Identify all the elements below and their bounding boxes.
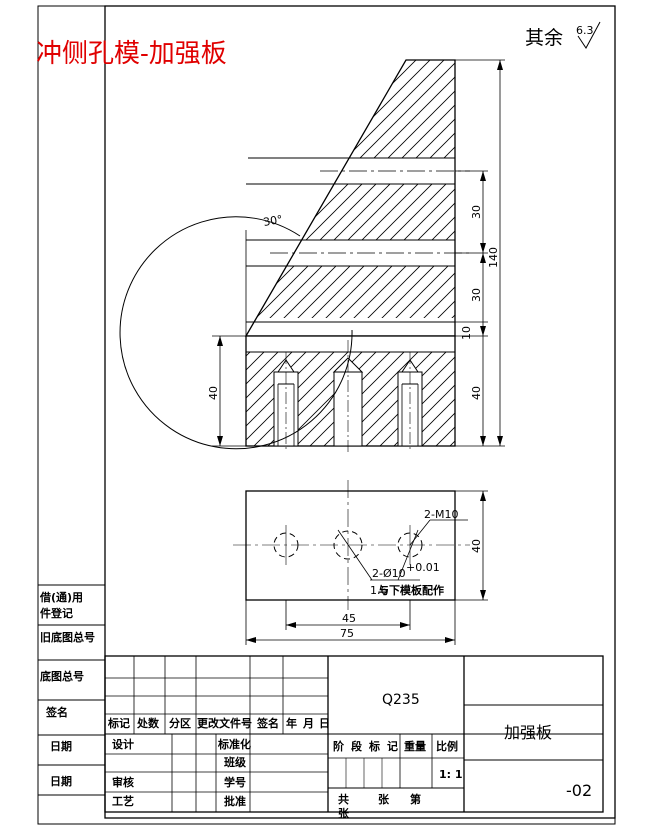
dim-30-upper: 30 [470, 205, 483, 219]
side-register: 件登记 [40, 606, 73, 620]
side-borrow: 借(通)用 [39, 590, 83, 604]
rev-month: 月 [302, 717, 314, 730]
tb-standardize: 标准化 [217, 737, 251, 751]
stage-1: 阶 [333, 739, 345, 753]
sheet-unit2: 张 [338, 806, 350, 820]
rev-doc: 更改文件号 [197, 716, 252, 730]
sheet-unit1: 张 [378, 792, 390, 806]
rev-year: 年 [286, 716, 297, 730]
side-strip [38, 584, 105, 796]
stage-4: 记 [387, 740, 398, 753]
tb-process: 工艺 [112, 794, 134, 808]
thread-callout: 2-M10 [424, 508, 458, 521]
side-date2: 日期 [50, 774, 72, 788]
tb-drawing-no: -02 [566, 781, 592, 800]
dim-40-plan: 40 [470, 539, 483, 553]
hole-note: 与下模板配作 [378, 583, 444, 597]
title-block-text: 标记 处数 分区 更改文件号 签名 年 月 日 设计 标准化 班级 审核 学号 … [107, 692, 592, 820]
surface-roughness: 6.3 [576, 24, 594, 37]
side-old-base: 旧底图总号 [40, 630, 95, 644]
tb-design: 设计 [112, 737, 134, 751]
tb-approve: 批准 [224, 794, 246, 808]
stage-3: 标 [368, 739, 380, 753]
dim-45: 45 [342, 612, 356, 625]
dim-75: 75 [340, 627, 354, 640]
angle-label: 30° [262, 213, 283, 229]
sheet-total: 共 [338, 792, 349, 806]
dim-30-lower: 30 [470, 288, 483, 302]
rev-count: 处数 [136, 716, 160, 730]
title-block [104, 655, 604, 813]
roughness-symbol [577, 21, 601, 49]
tb-scale-value: 1: 1 [439, 768, 463, 781]
tb-class: 班级 [224, 755, 247, 769]
dim-140: 140 [487, 247, 500, 268]
plan-view [233, 480, 470, 610]
front-view: 30° [119, 59, 470, 452]
stage-scale: 比例 [436, 739, 458, 753]
inner-frame [104, 5, 616, 819]
ra-small: 1.6 [370, 584, 388, 597]
side-sign: 签名 [45, 705, 68, 719]
hole-tolerance: +0.01 [406, 561, 440, 574]
side-base-no: 底图总号 [40, 669, 84, 683]
sheet-no: 第 [410, 792, 421, 806]
tb-check: 审核 [112, 775, 134, 789]
surface-note: 其余 [525, 27, 563, 49]
rev-day: 日 [319, 717, 330, 730]
front-dimensions [212, 59, 505, 447]
stage-2: 段 [351, 739, 362, 753]
dim-40-right: 40 [470, 386, 483, 400]
hole-callout: 2-Ø10 [372, 567, 406, 580]
rev-mark: 标记 [107, 716, 130, 730]
dim-10: 10 [460, 326, 473, 340]
rev-sign: 签名 [256, 716, 279, 730]
tb-student: 学号 [224, 775, 246, 789]
rev-zone: 分区 [169, 716, 191, 730]
side-date1: 日期 [50, 739, 72, 753]
drawing-title: 冲侧孔模-加强板 [36, 39, 227, 69]
tb-material: Q235 [382, 692, 420, 708]
dim-40-left: 40 [207, 386, 220, 400]
tb-part-name: 加强板 [504, 723, 552, 742]
stage-weight: 重量 [404, 739, 426, 753]
